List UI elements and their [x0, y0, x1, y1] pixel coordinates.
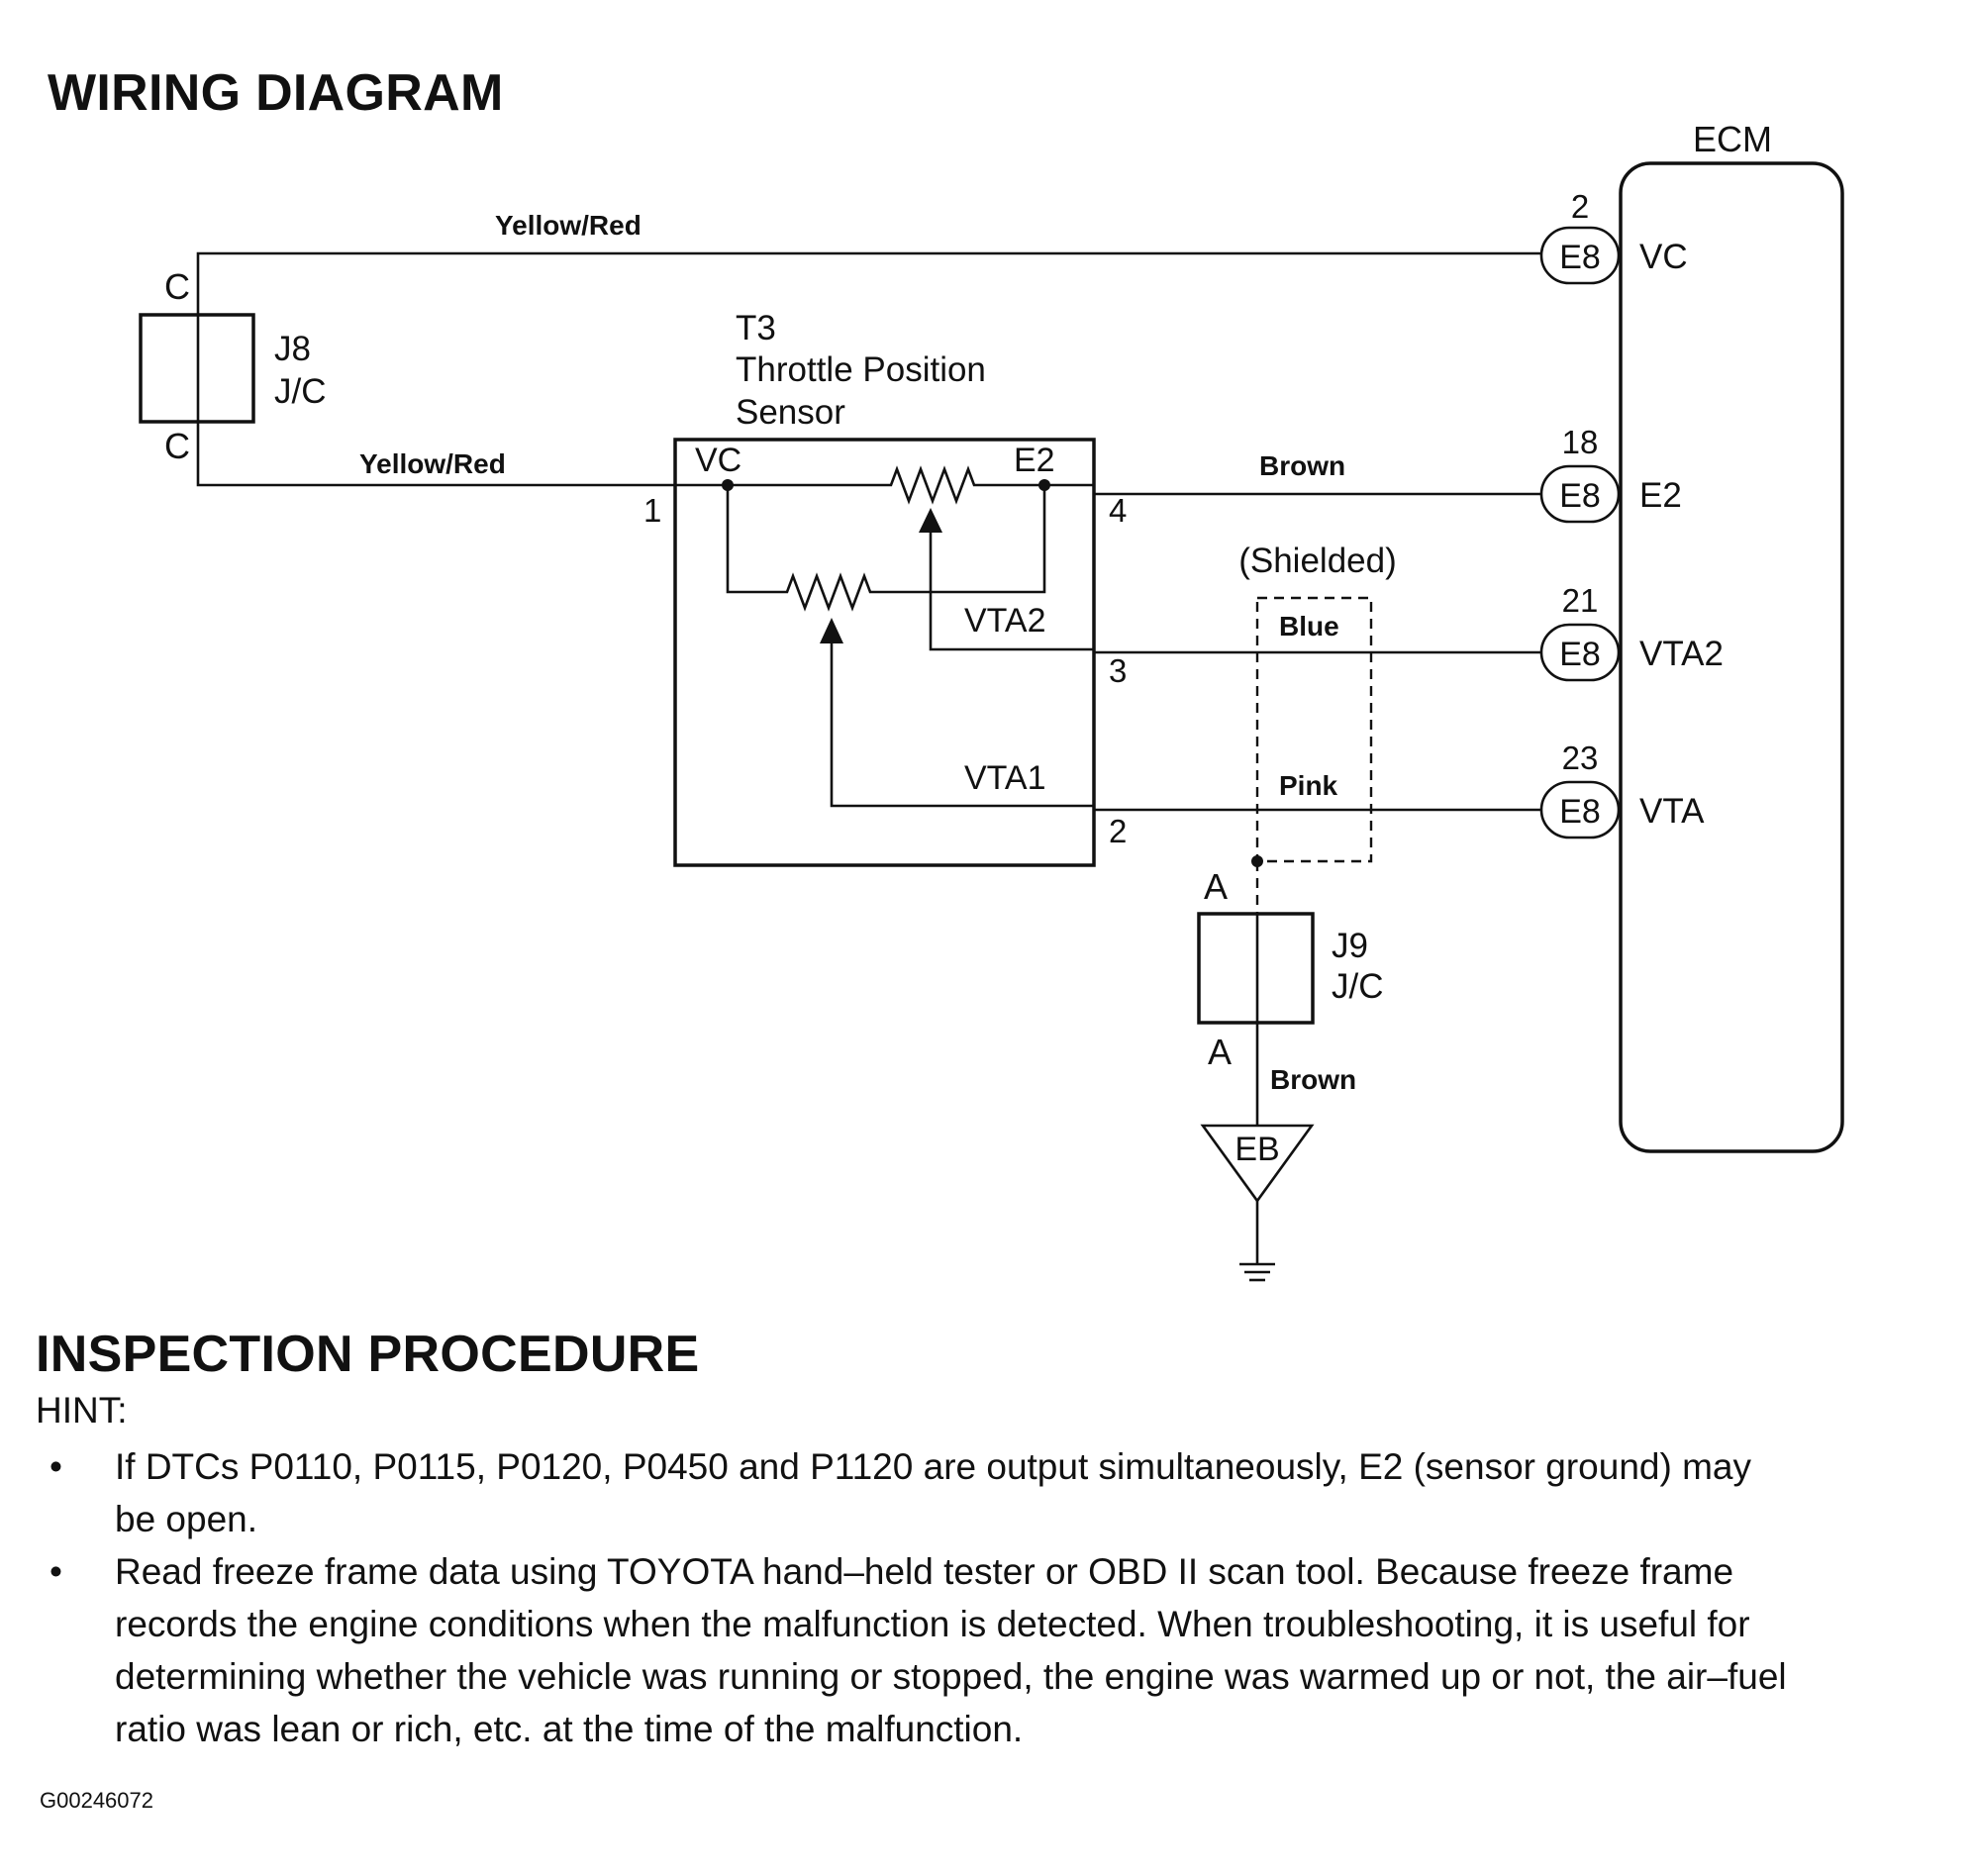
j9-id: J9	[1332, 927, 1368, 965]
ground-point-triangle	[1200, 1124, 1315, 1204]
ecm-pin-vta: E8 23 VTA	[1539, 740, 1705, 839]
j8-id: J8	[274, 330, 311, 368]
terminal-label: VC	[1639, 238, 1688, 276]
vta1-wire-color: Pink	[1279, 770, 1338, 801]
hint-list: • If DTCs P0110, P0115, P0120, P0450 and…	[36, 1440, 1951, 1755]
vta2-wire-color: Blue	[1279, 611, 1339, 642]
terminal-label: VTA	[1639, 792, 1705, 831]
pin-number: 18	[1562, 424, 1599, 460]
j8-bottom-pin: C	[164, 426, 190, 466]
sensor-pin-vc: 1	[643, 492, 661, 529]
sensor-internal-circuit	[722, 465, 1094, 808]
sensor-terminal-e2: E2	[1014, 442, 1055, 479]
figure-id: G00246072	[40, 1788, 153, 1813]
j9-connector-box	[1197, 912, 1315, 1025]
pin-number: 2	[1571, 188, 1589, 225]
connector-label: E8	[1559, 239, 1601, 276]
j9-top-pin: A	[1204, 866, 1228, 907]
j8-top-pin: C	[164, 266, 190, 307]
chassis-ground-icon	[1239, 1201, 1275, 1282]
ecm-label: ECM	[1693, 119, 1772, 159]
sensor-terminal-vc: VC	[695, 442, 741, 479]
bullet-icon: •	[49, 1446, 62, 1487]
hint-line: ratio was lean or rich, etc. at the time…	[115, 1709, 1024, 1749]
sensor-name-line2: Sensor	[736, 393, 845, 432]
sensor-code: T3	[736, 309, 776, 347]
sensor-name-line1: Throttle Position	[736, 350, 986, 389]
sensor-terminal-vta2: VTA2	[964, 602, 1046, 640]
pin-number: 23	[1562, 740, 1599, 776]
ecm-pin-vta2: E8 21 VTA2	[1539, 582, 1724, 682]
sensor-pin-e2: 4	[1109, 492, 1127, 529]
hint-line: determining whether the vehicle was runn…	[115, 1656, 1787, 1697]
hint-item: • Read freeze frame data using TOYOTA ha…	[36, 1545, 1951, 1755]
connector-label: E8	[1559, 636, 1601, 673]
hint-line: If DTCs P0110, P0115, P0120, P0450 and P…	[115, 1446, 1751, 1487]
vc-wire-top-color: Yellow/Red	[495, 210, 642, 241]
hint-line: be open.	[115, 1499, 258, 1539]
inspection-procedure-title: INSPECTION PROCEDURE	[36, 1326, 700, 1383]
vc-wire-top	[196, 251, 1541, 315]
sensor-terminal-vta1: VTA1	[964, 759, 1046, 797]
hint-item: • If DTCs P0110, P0115, P0120, P0450 and…	[36, 1440, 1951, 1545]
sensor-box	[673, 438, 1096, 867]
shield-boundary	[1255, 596, 1373, 863]
connector-label: E8	[1559, 793, 1601, 831]
sensor-pin-vta2: 3	[1109, 652, 1127, 689]
pin-number: 21	[1562, 582, 1599, 619]
hint-label: HINT:	[36, 1390, 128, 1431]
j9-type: J/C	[1332, 967, 1384, 1006]
ecm-pin-e2: E8 18 E2	[1539, 424, 1682, 524]
wiring-diagram-title: WIRING DIAGRAM	[48, 64, 504, 122]
j9-bottom-pin: A	[1208, 1032, 1232, 1072]
terminal-label: VTA2	[1639, 635, 1724, 673]
wiring-diagram: ECM E8 2 VC E8 18 E2 E8 21 VTA2 E8 23 VT…	[139, 119, 1844, 1282]
shield-label: (Shielded)	[1238, 542, 1397, 580]
e2-wire-color: Brown	[1259, 450, 1345, 481]
terminal-label: E2	[1639, 476, 1682, 515]
vc-wire-sensor	[196, 422, 728, 487]
j8-type: J/C	[274, 372, 327, 411]
hint-line: Read freeze frame data using TOYOTA hand…	[115, 1551, 1734, 1592]
connector-label: E8	[1559, 477, 1601, 515]
ground-point-label: EB	[1234, 1131, 1279, 1168]
ecm-box	[1619, 161, 1844, 1153]
hint-line: records the engine conditions when the m…	[115, 1604, 1750, 1644]
sensor-pin-vta1: 2	[1109, 813, 1127, 849]
ground-wire-color: Brown	[1270, 1064, 1356, 1095]
bullet-icon: •	[49, 1551, 62, 1592]
ecm-pin-vc: E8 2 VC	[1539, 188, 1688, 285]
vc-wire-sensor-color: Yellow/Red	[359, 448, 506, 479]
